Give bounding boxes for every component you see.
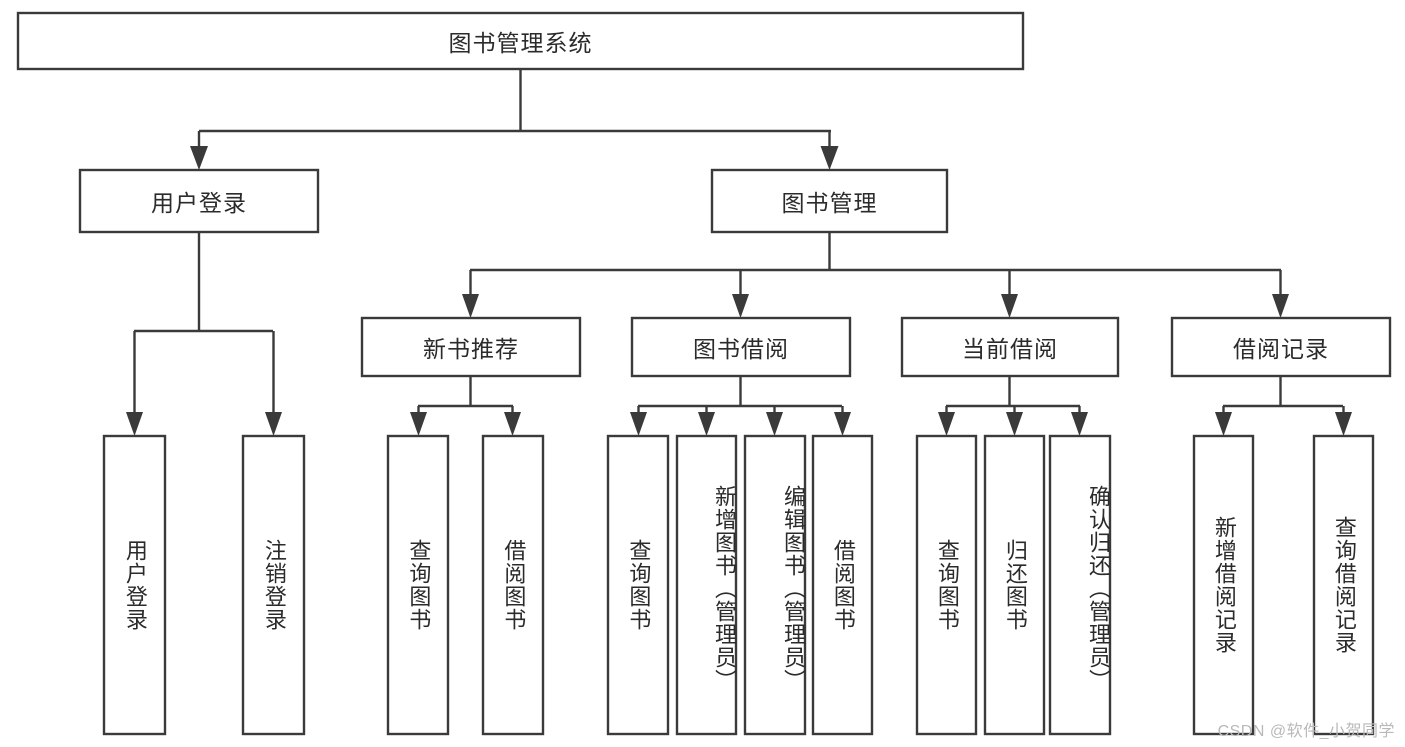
connector-group-book-management: [462, 232, 1289, 318]
node-box-borrow-record[interactable]: [1170, 316, 1392, 378]
node-box-leaf-logout-login[interactable]: [241, 434, 306, 736]
arrow-head-book-borrow: [732, 294, 749, 318]
node-box-leaf-user-login[interactable]: [102, 434, 167, 736]
arrow-head-leaf-query-book-recommend: [410, 412, 427, 436]
node-box-book-borrow[interactable]: [630, 316, 852, 378]
arrow-head-current-borrow: [1001, 294, 1018, 318]
node-box-leaf-confirm-return-admin[interactable]: [1048, 434, 1112, 736]
arrow-head-book-management: [820, 146, 839, 170]
arrow-head-new-book-recommend: [462, 294, 479, 318]
node-box-leaf-query-book-recommend[interactable]: [386, 434, 450, 736]
connector-group-current-borrow: [938, 376, 1088, 436]
connector-group-user-login: [126, 232, 282, 436]
node-box-current-borrow[interactable]: [900, 316, 1120, 378]
arrow-head-leaf-return-book: [1006, 412, 1023, 436]
node-box-new-book-recommend[interactable]: [360, 316, 582, 378]
connector-group-new-book-recommend: [410, 376, 521, 436]
node-box-leaf-borrow-book[interactable]: [811, 434, 874, 736]
node-box-leaf-edit-book-admin[interactable]: [743, 434, 807, 736]
arrow-head-leaf-confirm-return-admin: [1071, 412, 1088, 436]
connector-group-book-borrow: [630, 376, 851, 436]
arrow-head-borrow-record: [1272, 294, 1289, 318]
connector-group-borrow-record: [1215, 376, 1352, 436]
arrow-head-leaf-borrow-book: [834, 412, 851, 436]
node-box-leaf-add-borrow-record[interactable]: [1192, 434, 1255, 736]
node-box-leaf-query-book-borrow[interactable]: [606, 434, 670, 736]
node-box-root[interactable]: [16, 11, 1025, 71]
arrow-head-user-login: [190, 146, 208, 170]
node-box-user-login[interactable]: [78, 168, 320, 234]
arrow-head-leaf-borrow-book-recommend: [504, 412, 521, 436]
arrow-head-leaf-query-book-borrow: [630, 412, 647, 436]
arrow-head-leaf-add-borrow-record: [1215, 412, 1232, 436]
node-box-book-management[interactable]: [710, 168, 949, 234]
node-box-leaf-query-borrow-record[interactable]: [1312, 434, 1375, 736]
connector-group-root: [190, 69, 839, 170]
node-box-leaf-add-book-admin[interactable]: [675, 434, 738, 736]
arrow-head-leaf-query-borrow-record: [1335, 412, 1352, 436]
node-box-leaf-return-book[interactable]: [983, 434, 1046, 736]
arrow-head-leaf-user-login: [126, 412, 143, 436]
arrow-head-leaf-logout-login: [265, 412, 282, 436]
node-box-leaf-query-book-current[interactable]: [915, 434, 978, 736]
arrow-head-leaf-query-book-current: [938, 412, 955, 436]
arrow-head-leaf-add-book-admin: [698, 412, 715, 436]
node-box-leaf-borrow-book-recommend[interactable]: [481, 434, 545, 736]
arrow-head-leaf-edit-book-admin: [766, 412, 783, 436]
